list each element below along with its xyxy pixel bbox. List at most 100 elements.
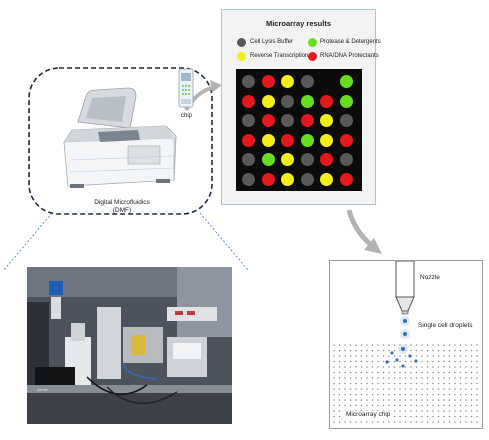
chip-dot — [333, 360, 335, 363]
chip-dot — [355, 399, 357, 401]
chip-dot — [470, 415, 473, 418]
chip-dot — [338, 404, 341, 407]
chip-dot — [454, 388, 456, 390]
chip-dot — [338, 399, 341, 401]
chip-dot — [415, 344, 418, 346]
chip-dot — [404, 388, 407, 390]
chip-dot — [421, 393, 423, 396]
chip-dot — [393, 349, 396, 352]
array-spot — [320, 153, 333, 166]
chip-dot — [366, 421, 368, 423]
chip-dot — [421, 366, 423, 368]
array-spot — [242, 172, 255, 186]
chip-dot — [437, 366, 440, 368]
chip-dot — [360, 344, 363, 346]
chip-dot — [459, 393, 462, 396]
chip-dot — [465, 355, 467, 357]
chip-dot — [470, 344, 473, 346]
chip-dot — [355, 421, 357, 423]
chip-dot — [344, 393, 346, 396]
chip-dot — [426, 355, 429, 357]
chip-dot — [432, 415, 434, 418]
chip-dot — [355, 344, 357, 346]
chip-dot — [382, 360, 385, 363]
chip-dot — [454, 399, 456, 401]
array-spot — [339, 75, 353, 88]
chip-dot — [393, 377, 396, 379]
chip-dot — [448, 366, 451, 368]
chip-dot — [393, 371, 396, 374]
chip-dot — [377, 344, 379, 346]
chip-dot — [448, 355, 451, 357]
chip-dot — [476, 349, 478, 352]
legend-label-reverse-transcription: Reverse Transcription — [250, 53, 309, 59]
chip-dot — [437, 421, 440, 423]
chip-dot — [366, 349, 368, 352]
chip-dot — [338, 421, 341, 423]
chip-dot — [443, 355, 445, 357]
chip-dot — [426, 371, 429, 374]
chip-dot — [333, 404, 335, 407]
chip-dot — [454, 393, 456, 396]
chip-dot — [443, 410, 445, 412]
chip-dot — [443, 360, 445, 363]
chip-dot — [371, 366, 374, 368]
chip-dot — [470, 393, 473, 396]
chip-dot — [382, 377, 385, 379]
chip-dot — [415, 421, 418, 423]
chip-dot — [437, 382, 440, 385]
chip-dot — [393, 366, 396, 368]
chip-dot — [432, 399, 434, 401]
chip-dot — [437, 371, 440, 374]
microarray-grid — [236, 69, 362, 191]
array-spot — [261, 75, 275, 88]
chip-dot — [360, 421, 363, 423]
chip-dot — [349, 366, 352, 368]
chip-dot — [333, 349, 335, 352]
chip-dot — [476, 404, 478, 407]
chip-dot — [349, 371, 352, 374]
chip-dot — [355, 349, 357, 352]
chip-dot — [349, 349, 352, 352]
array-spot — [300, 153, 314, 166]
chip-dot — [382, 393, 385, 396]
chip-dot — [476, 344, 478, 346]
chip-dot — [426, 393, 429, 396]
chip-dot — [382, 366, 385, 368]
chip-dot — [404, 399, 407, 401]
chip-dot — [421, 377, 423, 379]
chip-dot — [371, 371, 374, 374]
chip-dot — [443, 349, 445, 352]
panel-to-dispense-arrow — [346, 209, 373, 247]
chip-dot — [415, 349, 418, 352]
chip-dot — [377, 377, 379, 379]
chip-dot — [393, 399, 396, 401]
chip-dot — [421, 349, 423, 352]
chip-dot — [377, 355, 379, 357]
chip-dot — [432, 388, 434, 390]
chip-dot — [443, 377, 445, 379]
chip-dot — [426, 415, 429, 418]
legend-swatch-cell-lysis — [237, 38, 246, 47]
guide-line-right — [199, 212, 249, 271]
chip-dot — [366, 382, 368, 385]
chip-dot — [448, 421, 451, 423]
chip-dot — [410, 366, 412, 368]
dmf-device-illustration — [63, 87, 177, 188]
chip-dot — [465, 344, 467, 346]
chip-dot — [382, 349, 385, 352]
chip-dot — [465, 371, 467, 374]
chip-dot — [388, 388, 390, 390]
microarray-chip-dot-field — [333, 344, 478, 423]
chip-dot — [476, 393, 478, 396]
chip-dot — [426, 410, 429, 412]
chip-dot — [399, 360, 401, 363]
chip-dot — [476, 371, 478, 374]
chip-dot — [355, 404, 357, 407]
chip-dot — [459, 377, 462, 379]
chip-dot — [388, 393, 390, 396]
chip-dot — [360, 393, 363, 396]
chip-dot — [377, 382, 379, 385]
chip-dot — [437, 388, 440, 390]
array-spot — [281, 172, 294, 186]
